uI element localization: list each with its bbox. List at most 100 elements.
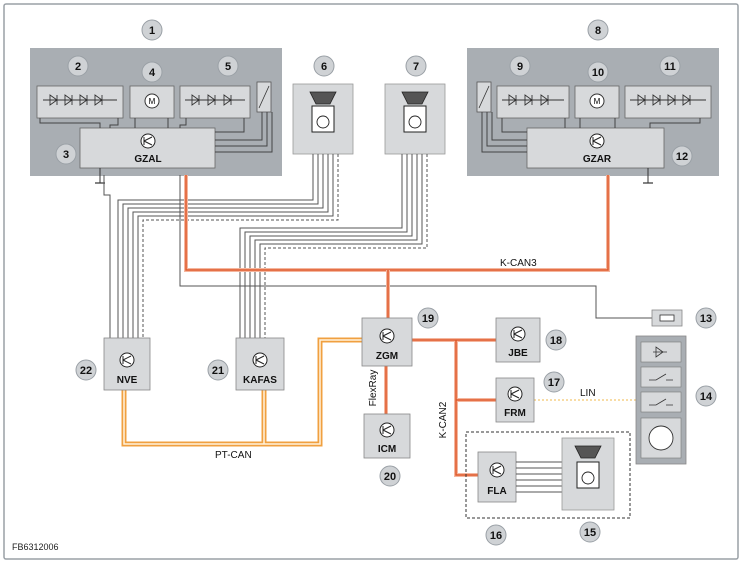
led-chain-left-inner xyxy=(185,94,245,106)
camera-lens-icon xyxy=(309,91,337,105)
gzar-label: GZAR xyxy=(583,154,612,165)
transistor-icon xyxy=(119,352,135,368)
transistor-icon xyxy=(507,386,523,402)
callout-number: 9 xyxy=(517,61,523,73)
led-group-left-outer xyxy=(36,85,124,119)
callout-number: 15 xyxy=(584,527,596,539)
callout-9: 9 xyxy=(509,55,531,77)
callout-number: 8 xyxy=(595,25,601,37)
fuse-13 xyxy=(651,309,683,327)
callout-number: 16 xyxy=(490,530,502,542)
fla-camera-wires xyxy=(516,461,562,493)
nve-label: NVE xyxy=(117,375,138,386)
led-chain-right-inner xyxy=(502,94,564,106)
switch-block-14 xyxy=(635,335,687,465)
motor-icon-right xyxy=(589,93,605,109)
transistor-icon xyxy=(140,133,156,149)
fla-label: FLA xyxy=(487,486,506,497)
callout-4: 4 xyxy=(141,61,163,83)
callout-number: 7 xyxy=(413,61,419,73)
callout-number: 12 xyxy=(676,151,688,163)
ecu-icm: ICM xyxy=(363,413,411,459)
callout-number: 6 xyxy=(321,61,327,73)
camera-6-module xyxy=(292,83,354,155)
callout-21: 21 xyxy=(207,359,229,381)
callout-13: 13 xyxy=(695,307,717,329)
pt-can-bus xyxy=(121,337,362,447)
figure-id: FB6312006 xyxy=(12,542,59,552)
callout-number: 20 xyxy=(384,471,396,483)
callout-15: 15 xyxy=(579,521,601,543)
transistor-icon xyxy=(379,422,395,438)
switch-icon xyxy=(649,398,673,406)
callout-number: 21 xyxy=(212,365,224,377)
gzal-label: GZAL xyxy=(134,154,161,165)
switch-icon xyxy=(649,373,673,381)
callout-20: 20 xyxy=(379,465,401,487)
transistor-icon xyxy=(510,326,526,342)
callout-11: 11 xyxy=(659,55,681,77)
frm-label: FRM xyxy=(504,408,526,419)
transistor-icon xyxy=(589,133,605,149)
k-can2-bus xyxy=(412,338,496,477)
callout-1: 1 xyxy=(141,19,163,41)
camera-7-module xyxy=(384,83,446,155)
callout-number: 14 xyxy=(700,391,713,403)
svg-text:M: M xyxy=(594,97,601,106)
callout-number: 22 xyxy=(80,365,92,377)
led-group-right-inner xyxy=(496,85,570,119)
transistor-icon xyxy=(489,462,505,478)
callout-3: 3 xyxy=(55,143,77,165)
svg-text:M: M xyxy=(149,97,156,106)
callout-19: 19 xyxy=(417,307,439,329)
fuse-icon xyxy=(659,314,675,322)
left-internal-wiring xyxy=(39,112,273,153)
ecu-frm: FRM xyxy=(495,377,535,423)
callout-number: 2 xyxy=(75,61,81,73)
callout-number: 11 xyxy=(664,61,676,73)
callout-12: 12 xyxy=(671,145,693,167)
callout-number: 17 xyxy=(548,377,560,389)
callout-22: 22 xyxy=(75,359,97,381)
zgm-label: ZGM xyxy=(376,351,398,362)
led-chain-right-outer xyxy=(630,94,706,106)
ecu-jbe: JBE xyxy=(495,317,541,363)
callout-number: 3 xyxy=(63,149,69,161)
callout-18: 18 xyxy=(545,329,567,351)
rotary-knob-icon xyxy=(648,425,674,451)
callout-6: 6 xyxy=(313,55,335,77)
jbe-label: JBE xyxy=(508,348,528,359)
callout-14: 14 xyxy=(695,385,717,407)
camera-wire-bundles xyxy=(103,154,652,338)
motor-icon-left xyxy=(144,93,160,109)
transistor-icon xyxy=(252,352,268,368)
camera-lens-icon xyxy=(574,445,602,459)
callout-16: 16 xyxy=(485,524,507,546)
callout-number: 18 xyxy=(550,335,562,347)
icm-label: ICM xyxy=(378,444,396,455)
k-can3-bus xyxy=(184,175,610,318)
camera-lens-icon xyxy=(401,91,429,105)
callout-number: 10 xyxy=(592,67,604,79)
callout-5: 5 xyxy=(217,55,239,77)
k-can2-label: K-CAN2 xyxy=(438,401,449,438)
callout-2: 2 xyxy=(67,55,89,77)
callout-number: 4 xyxy=(149,67,156,79)
callout-8: 8 xyxy=(587,19,609,41)
led-icon xyxy=(653,346,667,358)
transistor-icon xyxy=(379,328,395,344)
ecu-zgm: ZGM xyxy=(361,317,413,367)
callout-number: 13 xyxy=(700,313,712,325)
callout-17: 17 xyxy=(543,371,565,393)
callout-7: 7 xyxy=(405,55,427,77)
fla-group-boundary xyxy=(465,431,631,519)
k-can3-label: K-CAN3 xyxy=(500,258,537,269)
lin-label: LIN xyxy=(580,388,596,399)
callout-number: 1 xyxy=(149,25,155,37)
flexray-label: FlexRay xyxy=(368,370,379,407)
ecu-kafas: KAFAS xyxy=(235,337,285,391)
kafas-label: KAFAS xyxy=(243,375,277,386)
